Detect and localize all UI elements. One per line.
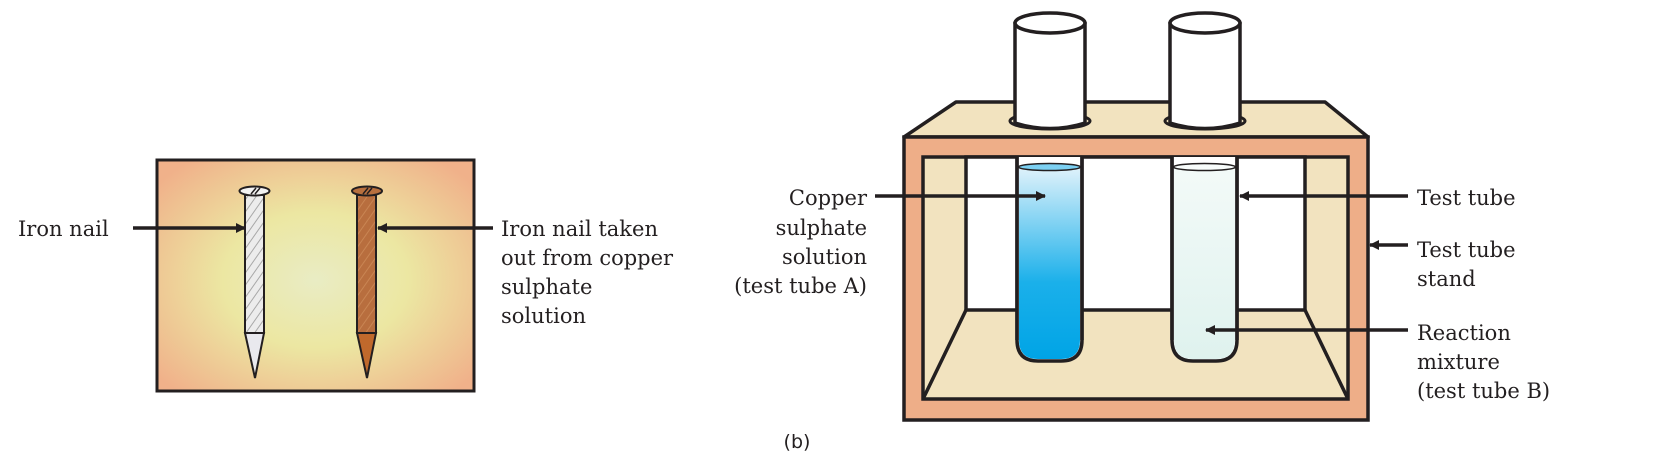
nail-background-panel [155,158,476,393]
stand-label-line1: Test tube [1417,238,1516,262]
reaction-mixture-label-line3: (test tube B) [1417,379,1550,403]
reaction-mixture-label-line1: Reaction [1417,321,1511,345]
test-tube-a [1015,157,1084,363]
treated-nail-label-line3: sulphate [501,275,592,299]
iron-nail-icon [238,185,271,379]
reaction-mixture-label-line2: mixture [1417,350,1500,374]
test-tube-b-top [1163,11,1247,131]
figure-b-test-tube-stand: Copper sulphate solution (test tube A) T… [734,11,1550,453]
iron-nail-label: Iron nail [18,217,109,241]
figure-a-nails: Iron nail Iron nail taken out from coppe… [18,158,674,393]
stand-top-surface [902,100,1370,139]
treated-nail-label-line2: out from copper [501,246,674,270]
figure-b-caption: (b) [784,431,811,453]
test-tube-a-top [1008,11,1092,131]
stand-floor-edge-left [921,309,968,400]
stand-label-line2: stand [1417,267,1476,291]
copper-sulphate-label-line1: Copper [789,186,868,210]
copper-sulphate-solution [1019,167,1080,359]
copper-coated-nail-icon [351,185,383,379]
copper-sulphate-label-line3: solution [782,245,867,269]
treated-nail-label-line1: Iron nail taken [501,217,658,241]
treated-nail-label-line4: solution [501,304,586,328]
reaction-mixture-solution [1174,167,1235,359]
test-tube-label: Test tube [1417,186,1516,210]
copper-sulphate-label-line2: sulphate [776,216,867,240]
copper-sulphate-label-line4: (test tube A) [734,274,867,298]
test-tube-b [1170,157,1239,363]
stand-floor-edge-right [1303,309,1350,400]
